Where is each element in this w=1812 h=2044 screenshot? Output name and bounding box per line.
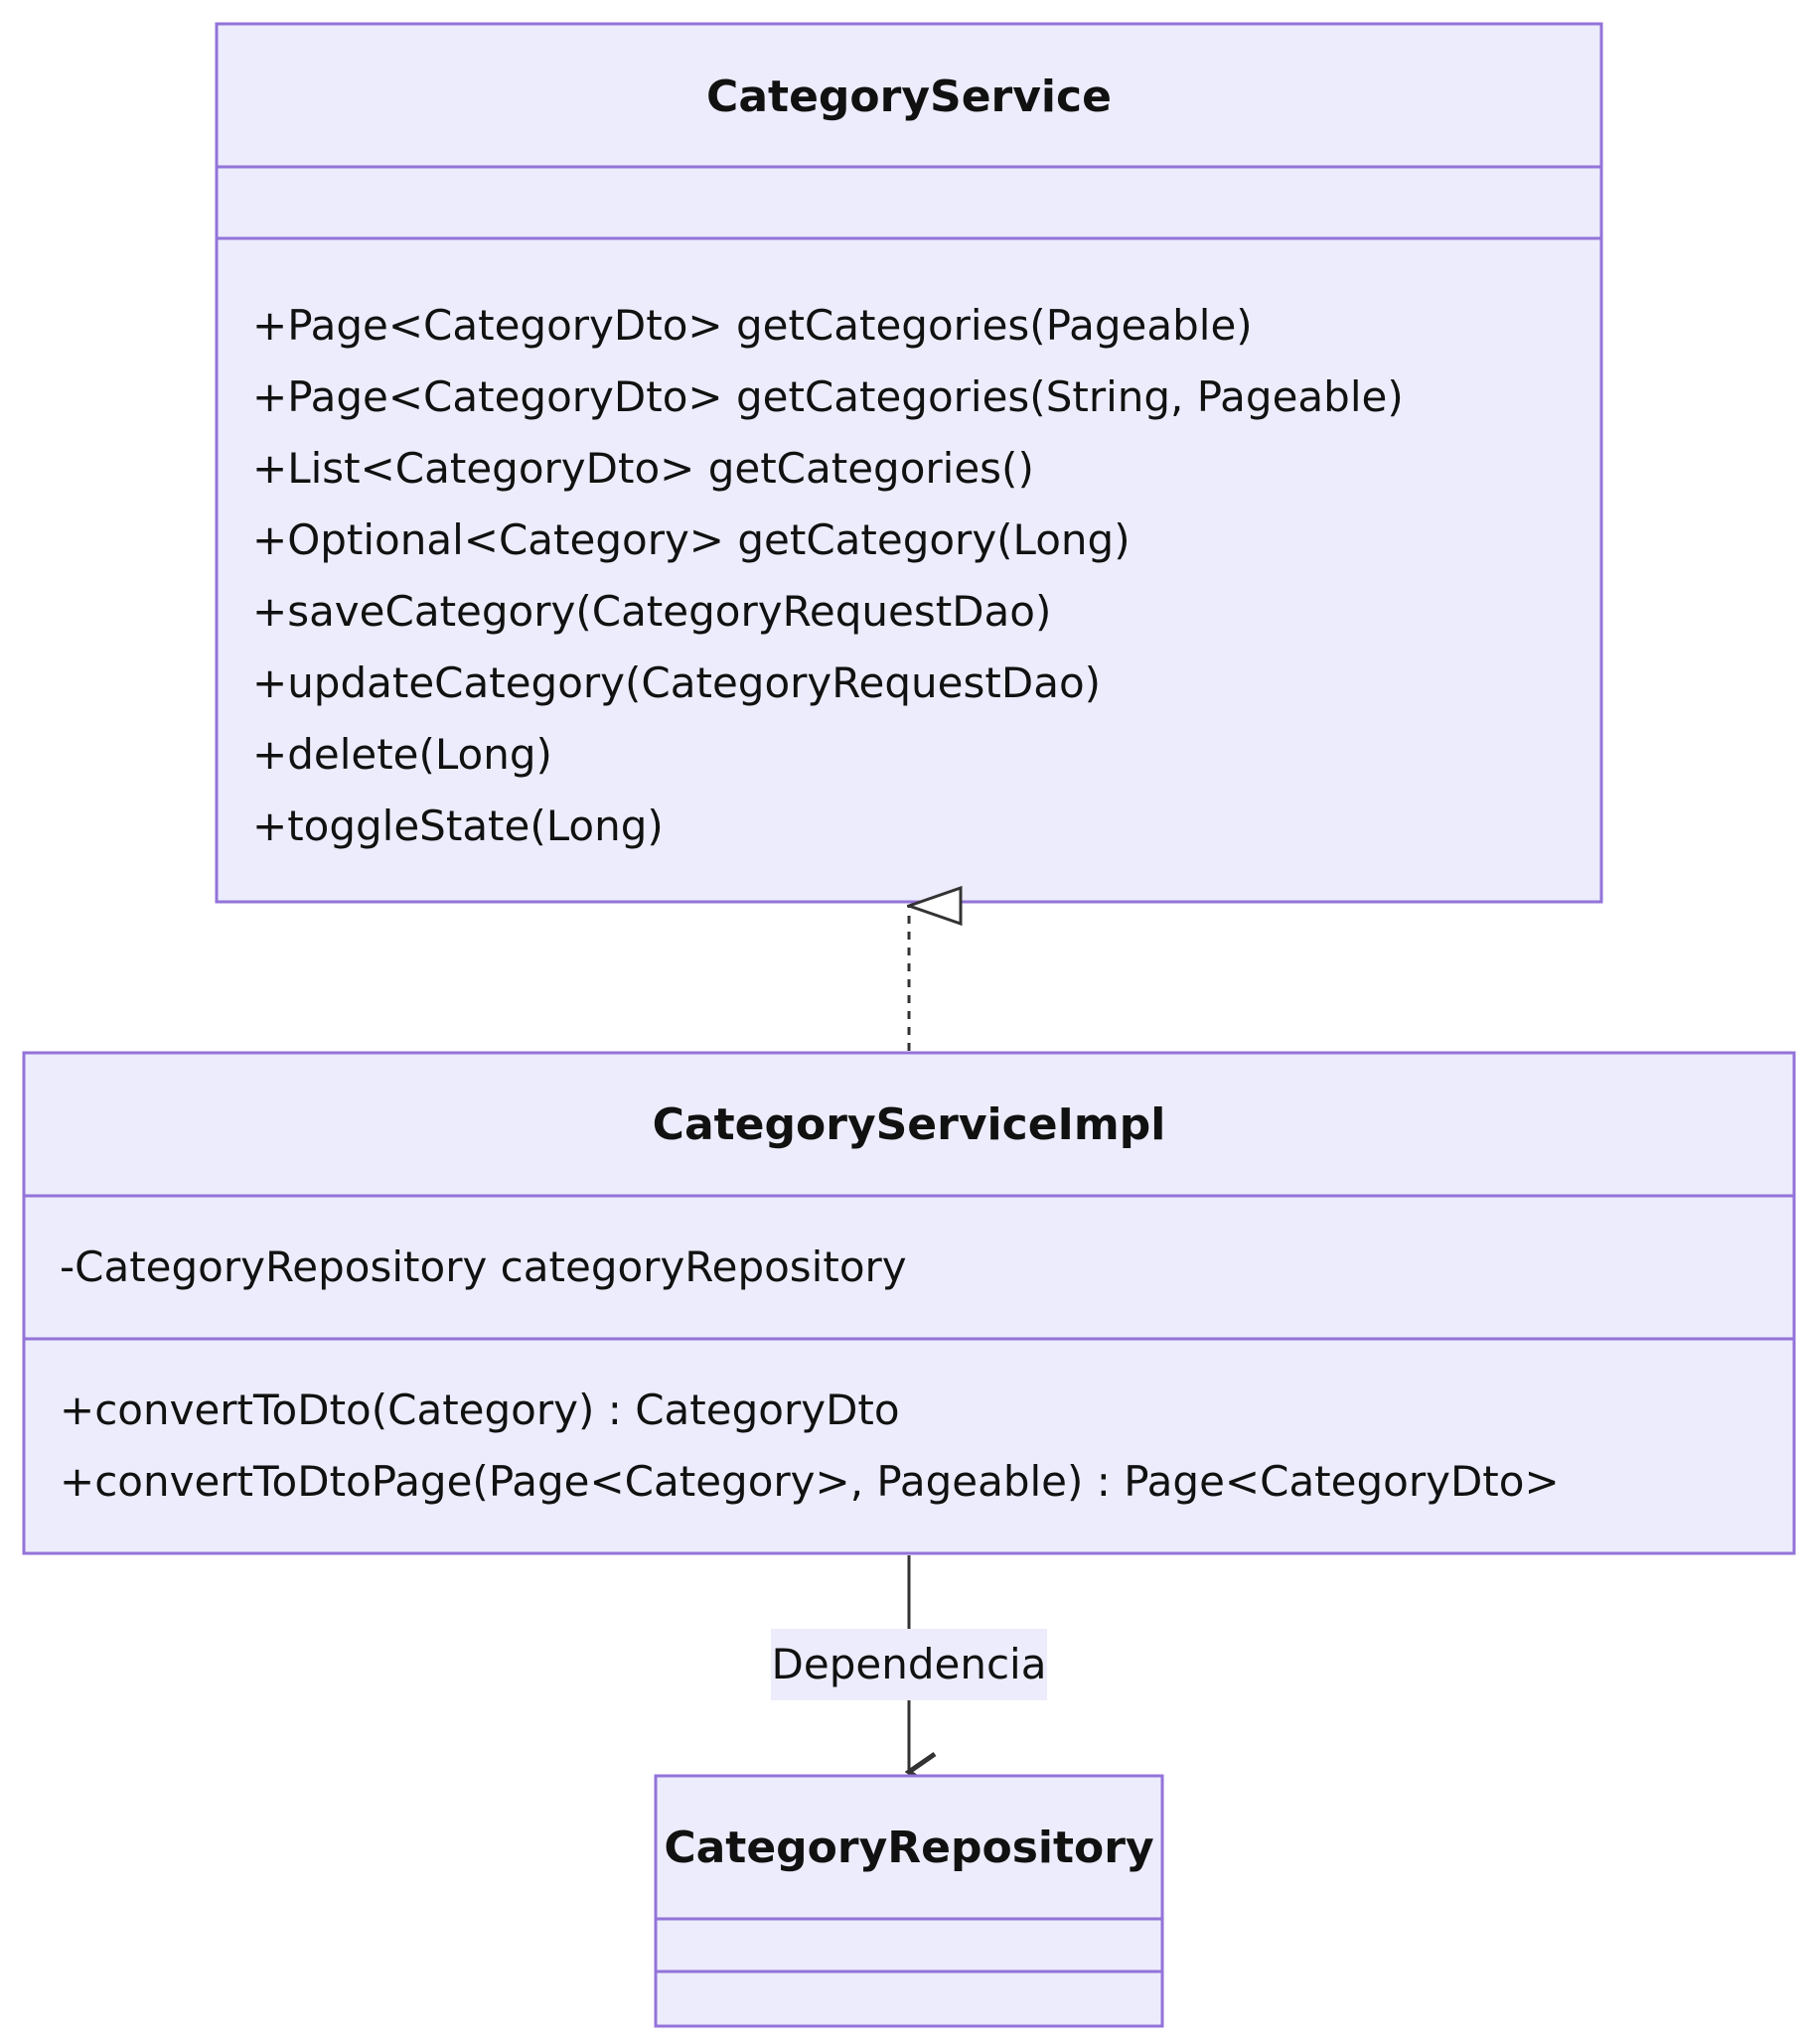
dependency-label: Dependencia [771, 1629, 1047, 1700]
dependency-label-background [771, 1629, 1047, 1700]
category-service-impl-box [22, 1051, 1796, 1555]
class-category-service-impl[interactable]: CategoryServiceImpl -CategoryRepository … [22, 1051, 1796, 1555]
category-service-title: CategoryService [706, 72, 1112, 122]
category-service-impl-method: +convertToDto(Category) : CategoryDto [60, 1386, 900, 1434]
category-service-method: +delete(Long) [252, 730, 552, 779]
category-service-methods: +Page<CategoryDto> getCategories(Pageabl… [252, 301, 1404, 850]
dependency-label-text: Dependencia [772, 1640, 1047, 1688]
category-service-method: +Page<CategoryDto> getCategories(String,… [252, 372, 1404, 421]
class-category-repository[interactable]: CategoryRepository [654, 1774, 1164, 2028]
category-service-method: +updateCategory(CategoryRequestDao) [252, 658, 1101, 707]
category-service-method: +List<CategoryDto> getCategories() [252, 444, 1034, 493]
category-service-impl-attribute: -CategoryRepository categoryRepository [60, 1242, 907, 1291]
category-service-method: +saveCategory(CategoryRequestDao) [252, 587, 1051, 636]
category-repository-title: CategoryRepository [664, 1823, 1153, 1873]
category-service-impl-title: CategoryServiceImpl [653, 1099, 1166, 1150]
category-service-impl-methods: +convertToDto(Category) : CategoryDto +c… [60, 1386, 1560, 1506]
category-service-method: +Optional<Category> getCategory(Long) [252, 515, 1131, 564]
category-service-method: +Page<CategoryDto> getCategories(Pageabl… [252, 301, 1253, 350]
category-service-box [215, 22, 1603, 904]
class-category-service[interactable]: CategoryService +Page<CategoryDto> getCa… [215, 22, 1603, 904]
category-service-impl-method: +convertToDtoPage(Page<Category>, Pageab… [60, 1457, 1560, 1506]
category-repository-box [654, 1774, 1164, 2028]
category-service-method: +toggleState(Long) [252, 802, 664, 850]
